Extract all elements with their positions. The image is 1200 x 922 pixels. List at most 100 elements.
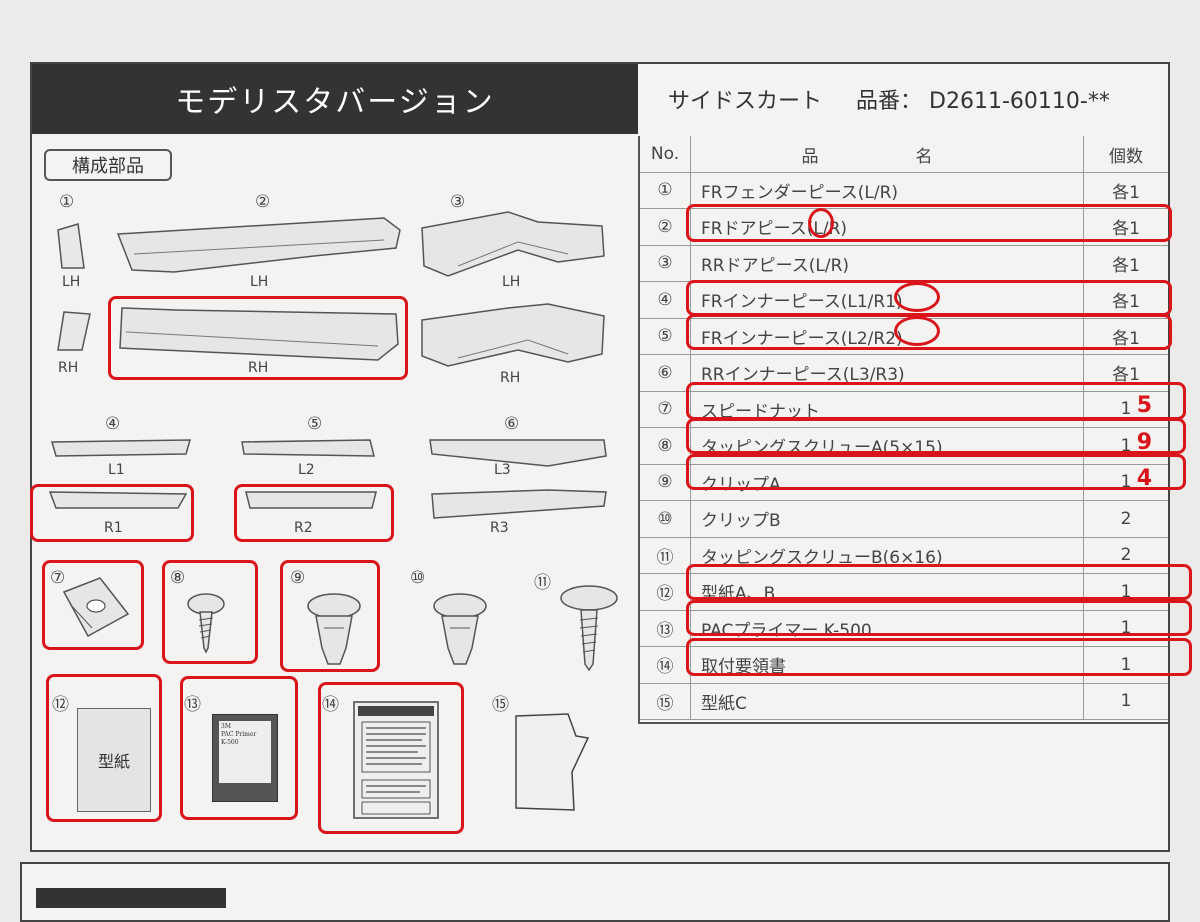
circle-r1-row-4 — [894, 282, 940, 312]
row-number: ⑥ — [640, 354, 691, 391]
rr-door-piece-rh — [421, 303, 605, 367]
clip-b — [433, 593, 487, 665]
diagram-number: ⑧ — [170, 568, 186, 588]
label-l2: L2 — [298, 462, 315, 478]
diagram-number: ⑮ — [492, 695, 509, 715]
row-number: ⑬ — [640, 610, 691, 646]
row-number: ④ — [640, 281, 691, 318]
tapping-screw-a — [187, 593, 225, 654]
highlight-manual — [318, 682, 464, 834]
header-name: 品 名 — [691, 136, 1084, 172]
header-no: No. — [640, 136, 691, 172]
row-quantity: 1 — [1084, 647, 1168, 683]
row-number: ⑪ — [640, 537, 691, 573]
row-number: ⑭ — [640, 646, 691, 683]
highlight-row-2 — [686, 204, 1172, 242]
row-qty-value: 1 — [1120, 581, 1132, 602]
diagram-number: ② — [255, 192, 271, 212]
row-quantity: 各1 — [1084, 318, 1168, 354]
row-part-name: スピードナット — [691, 391, 1084, 427]
product-name: サイドスカート — [668, 89, 823, 114]
part-number: D2611-60110-** — [929, 89, 1110, 114]
row-number: ⑦ — [640, 391, 691, 427]
label-rh: RH — [500, 370, 521, 386]
row-part-name: タッピングスクリューB(6×16) — [691, 537, 1084, 573]
primer-line1: PAC Primer — [221, 731, 257, 738]
row-qty-value: 2 — [1120, 545, 1132, 565]
row-number: ① — [640, 172, 691, 208]
row-number: ③ — [640, 245, 691, 281]
header-qty: 個数 — [1109, 146, 1143, 167]
template-text: 型紙 — [97, 752, 130, 771]
label-r2: R2 — [294, 520, 313, 536]
row-quantity: 各1 — [1084, 355, 1168, 391]
row-qty-correction: 4 — [1136, 466, 1152, 491]
row-quantity: 各1 — [1084, 245, 1168, 281]
fender-piece-lh — [57, 223, 85, 269]
highlight-inner-r2 — [234, 484, 394, 542]
diagram-number: ④ — [105, 414, 121, 434]
diagram-number: ③ — [450, 192, 466, 212]
diagram-number: ⑪ — [534, 573, 551, 593]
product-header: サイドスカート 品番： D2611-60110-** — [638, 64, 1168, 134]
highlight-fr-door-rh — [108, 296, 408, 380]
circle-r-row-2 — [808, 208, 834, 238]
row-part-name: RRインナーピース(L3/R3) — [691, 354, 1084, 391]
row-number: ⑮ — [640, 683, 691, 719]
inner-piece-l1 — [51, 439, 191, 457]
diagram-number: ⑨ — [290, 568, 306, 588]
row-part-name: FRインナーピース(L1/R1) — [691, 281, 1084, 318]
row-qty-value: 1 — [1120, 654, 1132, 675]
row-part-name: クリップB — [691, 500, 1084, 537]
inner-piece-r2 — [245, 491, 377, 509]
row-number: ⑨ — [640, 464, 691, 500]
label-rh: RH — [248, 360, 269, 376]
row-part-name: 型紙C — [691, 683, 1084, 719]
inner-piece-r1 — [48, 491, 188, 509]
row-qty-correction: 5 — [1136, 393, 1152, 418]
highlight-row-7 — [686, 382, 1186, 420]
fender-piece-rh — [57, 311, 91, 351]
highlight-template-ab — [46, 674, 162, 822]
pac-primer-package: 3M PAC Primer K-500 — [212, 714, 278, 802]
speed-nut — [62, 577, 130, 638]
row-quantity: 各1 — [1084, 282, 1168, 318]
row-part-name: FRフェンダーピース(L/R) — [691, 172, 1084, 208]
label-lh: LH — [502, 274, 521, 290]
row-qty-value: 各1 — [1112, 219, 1140, 239]
diagram-number: ⑩ — [410, 568, 426, 588]
installation-manual — [353, 701, 439, 819]
row-qty-value: 1 — [1120, 691, 1132, 711]
label-r1: R1 — [104, 520, 123, 536]
primer-brand: 3M — [221, 723, 231, 730]
instruction-sheet: モデリスタバージョン サイドスカート 品番： D2611-60110-** 構成… — [30, 62, 1192, 852]
highlight-screw-a — [162, 560, 258, 664]
version-title: モデリスタバージョン — [32, 64, 638, 134]
row-quantity: 1 — [1084, 610, 1168, 646]
diagram-number: ⑬ — [184, 695, 201, 715]
row-qty-correction: 9 — [1136, 429, 1152, 455]
highlight-row-14 — [686, 638, 1192, 676]
row-number: ⑫ — [640, 573, 691, 610]
fr-door-piece-lh — [116, 217, 401, 273]
inner-piece-l2 — [241, 439, 375, 457]
rr-door-piece-lh — [421, 211, 605, 277]
row-part-name: FRインナーピース(L2/R2) — [691, 318, 1084, 354]
row-number: ⑧ — [640, 427, 691, 464]
template-ab-sheet: 型紙 — [77, 708, 151, 812]
row-quantity: 1 — [1084, 574, 1168, 610]
row-qty-value: 1 — [1120, 435, 1132, 456]
label-r3: R3 — [490, 520, 509, 536]
row-qty-value: 各1 — [1112, 365, 1140, 385]
row-number: ⑤ — [640, 318, 691, 354]
